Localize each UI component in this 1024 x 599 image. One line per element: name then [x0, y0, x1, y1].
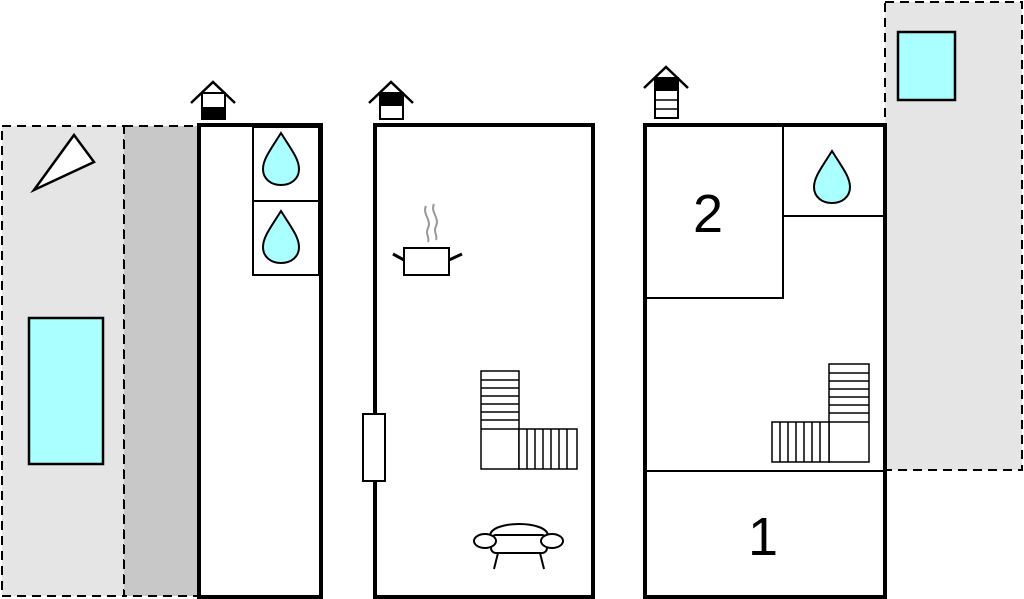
- stairs-icon: [771, 363, 870, 463]
- room-label-2: 2: [693, 184, 723, 244]
- right-outdoor-area: [884, 1, 1023, 471]
- garden-triangle-icon: [30, 132, 96, 194]
- room-label-1: 1: [748, 507, 778, 567]
- floor-level-icon: [368, 80, 414, 120]
- kitchen-pot-icon: [392, 203, 463, 276]
- floor-plan-level-bottom: 2 1: [643, 65, 887, 599]
- entrance-door-icon: [362, 413, 386, 482]
- stairs-icon: [480, 370, 578, 470]
- sofa-icon: [473, 523, 564, 570]
- floor-level-icon: [643, 65, 689, 119]
- terrace-area: [123, 125, 199, 597]
- floor-plan-level-middle: [362, 80, 595, 599]
- left-outdoor-area: [1, 125, 199, 597]
- pool-icon: [27, 316, 105, 466]
- floor-level-icon: [190, 80, 236, 120]
- floor-plan-level-top: [190, 80, 323, 599]
- pool-icon: [896, 30, 957, 102]
